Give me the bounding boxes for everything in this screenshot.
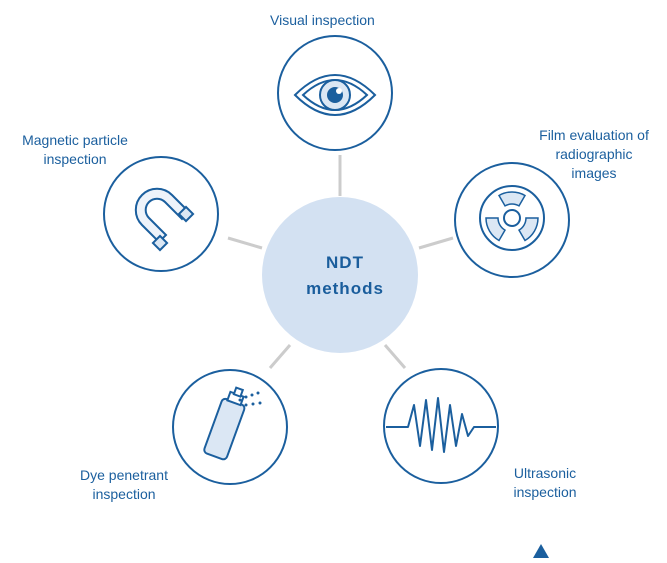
eye-icon	[293, 74, 377, 116]
node-film	[454, 162, 570, 278]
logo-mark	[533, 544, 549, 558]
label-film-line-2: radiographic	[555, 146, 633, 162]
waveform-icon	[386, 397, 496, 453]
node-ultrasonic	[383, 368, 499, 484]
spray-can-icon	[203, 386, 262, 461]
connector-magnetic	[227, 236, 263, 250]
radiation-icon	[479, 185, 545, 251]
node-dye	[172, 369, 288, 485]
label-ultrasonic-line-1: Ultrasonic	[513, 465, 577, 481]
center-title: NDT	[326, 253, 364, 272]
label-ultrasonic: Ultrasonic inspection	[500, 464, 590, 502]
magnet-icon	[134, 187, 195, 252]
label-visual-inspection: Visual inspection	[270, 12, 375, 28]
label-ultrasonic-line-2: inspection	[513, 484, 577, 500]
label-film-line-1: Film evaluation of	[539, 127, 649, 143]
connector-film	[418, 236, 454, 250]
node-visual	[277, 35, 393, 151]
connector-dye	[268, 344, 292, 369]
label-dye-line-2: inspection	[92, 486, 156, 502]
center-circle	[262, 197, 418, 353]
node-magnetic-circle	[103, 156, 219, 272]
label-dye-penetrant: Dye penetrant inspection	[68, 466, 180, 504]
label-magnetic-line-1: Magnetic particle	[22, 132, 128, 148]
label-dye-line-1: Dye penetrant	[80, 467, 168, 483]
node-magnetic	[103, 156, 219, 272]
label-magnetic-particle: Magnetic particle inspection	[10, 131, 140, 169]
label-magnetic-line-2: inspection	[43, 151, 107, 167]
label-film-line-3: images	[571, 165, 617, 181]
center-subtitle: methods	[306, 279, 384, 298]
label-film-evaluation: Film evaluation of radiographic images	[525, 126, 663, 183]
connector-ultrasonic	[383, 344, 407, 369]
